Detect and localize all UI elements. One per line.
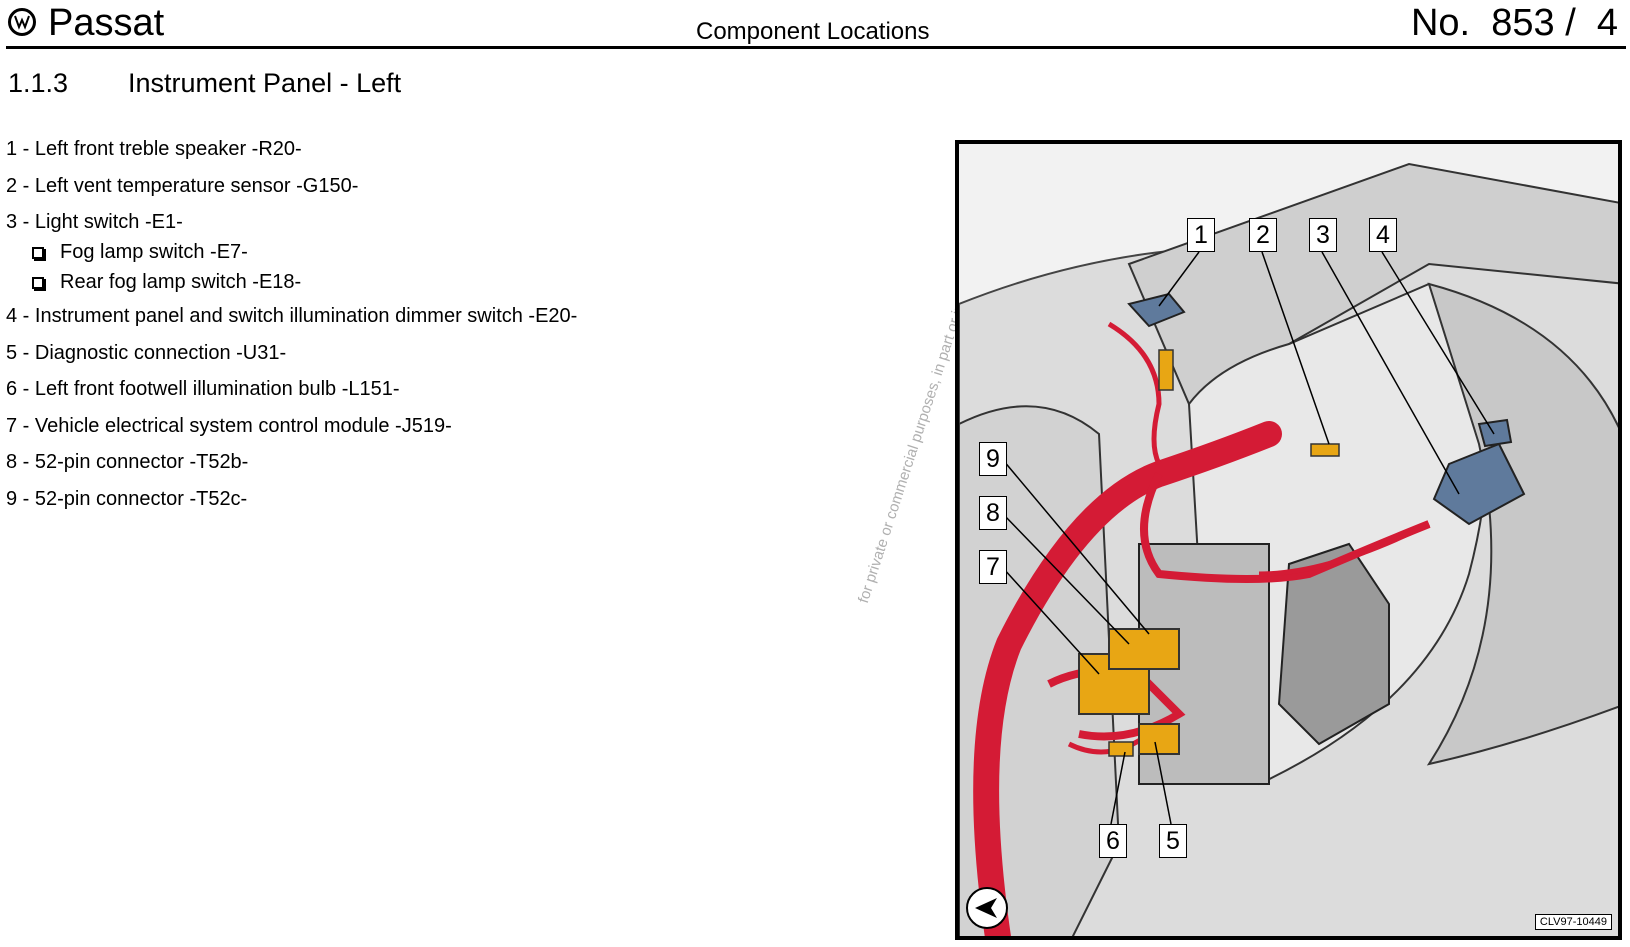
callout-7: 7	[979, 550, 1007, 584]
dashboard-illustration	[959, 162, 1618, 936]
callout-2: 2	[1249, 218, 1277, 252]
list-item: 8 - 52-pin connector -T52b-	[6, 451, 249, 473]
document-number: No. 853 / 4	[1410, 2, 1618, 44]
section-number: 1.1.3	[8, 68, 69, 98]
list-item: 5 - Diagnostic connection -U31-	[6, 341, 287, 364]
callout-9: 9	[979, 442, 1007, 476]
callout-6: 6	[1099, 824, 1127, 858]
callout-1: 1	[1187, 218, 1215, 252]
header-rule	[6, 46, 1626, 49]
callout-3: 3	[1309, 218, 1337, 252]
callout-5: 5	[1159, 824, 1187, 858]
sub-list-item: Rear fog lamp switch -E18-	[6, 270, 577, 304]
vw-logo	[8, 8, 36, 36]
list-item: 4 - Instrument panel and switch illumina…	[6, 305, 578, 327]
sub-list-item: Fog lamp switch -E7-	[6, 240, 577, 270]
sub-list-item-label: Rear fog lamp switch -E18-	[60, 271, 302, 293]
callout-8: 8	[979, 496, 1007, 530]
section-title: Instrument Panel - Left	[128, 68, 402, 98]
sub-list-item-label: Fog lamp switch -E7-	[60, 241, 248, 263]
callout-4: 4	[1369, 218, 1397, 252]
checkbox-bullet-icon	[32, 247, 44, 259]
page-header: Passat Component Locations No. 853 / 4	[6, 0, 1626, 48]
list-item: 2 - Left vent temperature sensor -G150-	[6, 174, 359, 197]
component-figure: 1 2 3 4 5 6 7 8 9 CLV97-10449	[955, 140, 1622, 940]
list-item: 6 - Left front footwell illumination bul…	[6, 378, 400, 400]
checkbox-bullet-icon	[32, 277, 44, 289]
list-item: 1 - Left front treble speaker -R20-	[6, 138, 302, 160]
brand-name: Passat	[48, 2, 165, 44]
figure-reference-code: CLV97-10449	[1534, 914, 1612, 930]
document-title: Component Locations	[696, 18, 930, 45]
list-item: 3 - Light switch -E1-	[6, 211, 183, 233]
view-direction-arrow-icon	[965, 886, 1009, 930]
list-item: 9 - 52-pin connector -T52c-	[6, 487, 248, 510]
component-list: 1 - Left front treble speaker -R20- 2 - …	[6, 137, 577, 523]
list-item: 7 - Vehicle electrical system control mo…	[6, 414, 452, 437]
